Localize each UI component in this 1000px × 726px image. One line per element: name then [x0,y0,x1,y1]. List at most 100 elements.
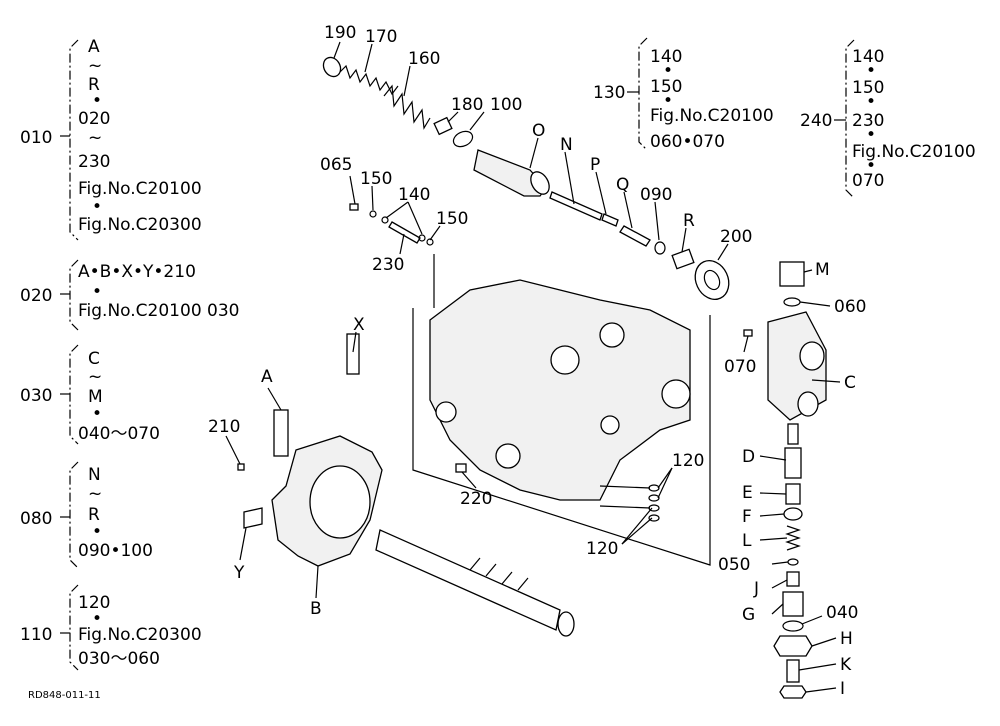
housing-port-3 [661,379,691,409]
part-070 [743,329,753,337]
callout-230: 230 [372,255,404,275]
legend-block-080: 080 N ~ R • 090•100 [20,461,153,569]
part-B-bore [309,465,371,539]
housing-reference-frame [412,308,711,566]
callout-M: M [815,260,830,280]
part-J [786,571,800,587]
legend-line: 120 [78,593,110,613]
callout-J: J [753,579,759,599]
legend-line: • [92,609,102,629]
part-140-a [381,216,389,224]
callout-120: 120 [672,451,704,471]
legend-line: 150 [650,77,682,97]
legend-line: ~ [88,128,102,148]
part-180 [433,116,453,136]
legend-line: • [866,156,876,176]
legend-line: R [88,75,100,95]
legend-line: 070 [852,171,884,191]
callout-050: 050 [718,555,750,575]
part-120-oring [648,514,660,522]
drawing-code: RD848-011-11 [28,690,101,701]
legend-code: 240 [800,111,832,131]
callout-150: 150 [436,209,468,229]
callout-H: H [840,629,853,649]
legend-line: 020 [78,109,110,129]
legend-line: Fig.No.C20100 [78,179,202,199]
legend-line: 150 [852,78,884,98]
part-150-a [369,210,377,218]
callout-065: 065 [320,155,352,175]
legend-line: ~ [88,367,102,387]
part-E [785,483,801,505]
callout-Q: Q [616,175,629,195]
legend-line: 140 [650,47,682,67]
legend-block-130: 130 140 • 150 • Fig.No.C20100 060•070 [593,37,774,152]
callout-R: R [683,211,695,231]
legend-line: • [866,61,876,81]
part-050-oring [787,558,799,566]
legend-block-030: 030 C ~ M • 040～070 [20,344,160,445]
callout-070: 070 [724,357,756,377]
part-170-spring [339,64,399,96]
callout-120: 120 [586,539,618,559]
part-090-oring [654,241,666,255]
housing-port-1 [599,322,625,348]
right-valve-stack [743,261,827,699]
part-065 [349,203,359,211]
part-200-hole [703,269,721,291]
legend-line: • [92,197,102,217]
callout-160: 160 [408,49,440,69]
part-X-pin [346,333,360,375]
part-C-port-2 [797,391,819,417]
callout-E: E [742,483,753,503]
legend-line: • [866,92,876,112]
part-K [786,659,800,683]
legend-line: 040～070 [78,424,160,444]
legend-block-020: 020 A•B•X•Y•210 • Fig.No.C20100 030 [20,259,239,331]
part-A-pin [273,409,289,457]
shaft-and-cover [237,333,575,637]
legend-line: 230 [78,152,110,172]
legend-line: Fig.No.C20100 [852,142,976,162]
part-190-cap [322,56,342,78]
part-M-plug [779,261,805,287]
part-200-washer [694,260,730,300]
legend-line: 030～060 [78,649,160,669]
part-040-oring [782,620,804,632]
part-060-oring [783,297,801,307]
callout-060: 060 [834,297,866,317]
callout-L: L [742,531,752,551]
part-220 [455,463,467,473]
part-shaft [375,529,561,631]
housing-port-2 [550,345,580,375]
callout-Y: Y [233,563,245,583]
part-O-end [530,171,550,195]
part-F [783,507,803,521]
legend-line: 060•070 [650,132,725,152]
callout-I: I [840,679,845,699]
callout-040: 040 [826,603,858,623]
callout-B: B [310,599,322,619]
part-O-sleeve [473,149,547,197]
callout-190: 190 [324,23,356,43]
legend-line: • [92,522,102,542]
callout-210: 210 [208,417,240,437]
part-C-port [799,341,825,371]
housing-body [429,279,691,501]
legend-code: 030 [20,386,52,406]
legend-line: A•B•X•Y•210 [78,262,196,282]
part-140-b [418,234,426,242]
small-parts-group [349,203,434,246]
legend-line: M [88,387,103,407]
legend-line: • [663,61,673,81]
part-N-spool [549,191,603,221]
part-P [601,213,619,227]
callout-150: 150 [360,169,392,189]
legend-line: 090•100 [78,541,153,561]
top-valve-assembly [322,56,730,300]
callout-G: G [742,605,755,625]
legend-line: Fig.No.C20300 [78,215,202,235]
callout-X: X [353,315,365,335]
part-Y-plate [243,507,263,529]
